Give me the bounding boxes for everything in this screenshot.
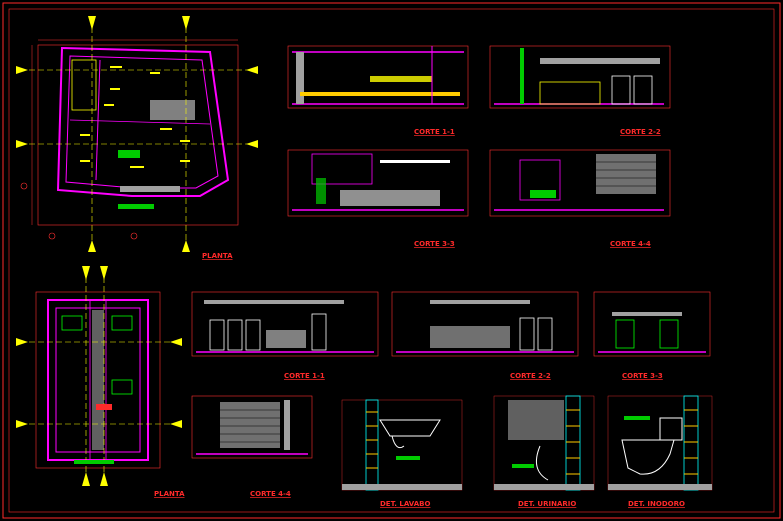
section-top-4-4-title: CORTE 4-4 (610, 240, 651, 248)
sheet-inner-border (8, 8, 775, 513)
detail-inodoro-title: DET. INODORO (628, 500, 685, 508)
detail-lavabo: DET. LAVABO (341, 399, 463, 508)
plan-bottom-title: PLANTA (154, 490, 185, 498)
plan-top-title: PLANTA (202, 252, 233, 260)
section-bottom-4-4: CORTE 4-4 (191, 395, 313, 498)
section-bottom-1-1-title: CORTE 1-1 (284, 372, 325, 380)
section-bottom-3-3-title: CORTE 3-3 (622, 372, 663, 380)
section-bottom-2-2: CORTE 2-2 (391, 291, 579, 380)
detail-urinario: DET. URINARIO (493, 395, 595, 508)
plan-top: PLANTA (16, 16, 258, 260)
section-bottom-2-2-title: CORTE 2-2 (510, 372, 551, 380)
section-top-2-2: CORTE 2-2 (489, 45, 671, 136)
detail-inodoro: DET. INODORO (607, 395, 713, 508)
section-top-1-1-title: CORTE 1-1 (414, 128, 455, 136)
section-bottom-4-4-title: CORTE 4-4 (250, 490, 291, 498)
section-top-3-3-title: CORTE 3-3 (414, 240, 455, 248)
section-top-2-2-title: CORTE 2-2 (620, 128, 661, 136)
plan-bottom: PLANTA (16, 266, 185, 498)
section-top-1-1: CORTE 1-1 (287, 45, 469, 136)
section-bottom-1-1: CORTE 1-1 (191, 291, 379, 380)
section-top-3-3: CORTE 3-3 (287, 149, 469, 248)
detail-urinario-title: DET. URINARIO (518, 500, 576, 508)
detail-lavabo-title: DET. LAVABO (380, 500, 430, 508)
section-bottom-3-3: CORTE 3-3 (593, 291, 711, 380)
section-top-4-4: CORTE 4-4 (489, 149, 671, 248)
